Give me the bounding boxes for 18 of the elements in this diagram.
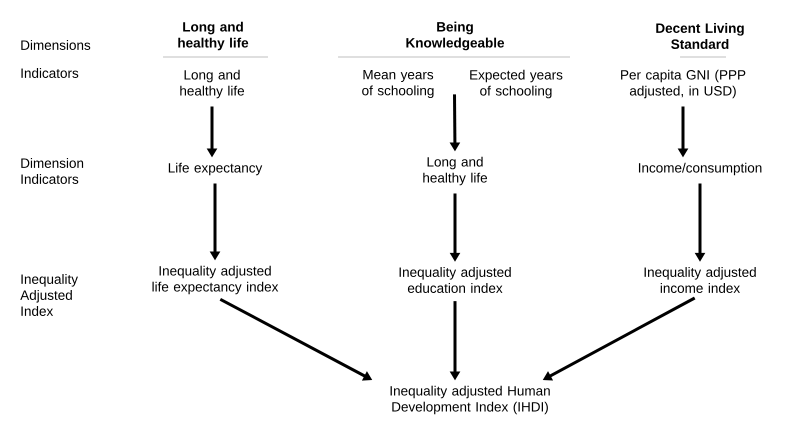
stage-text: Life expectancy <box>168 162 262 176</box>
row-label: Indicators <box>21 68 78 78</box>
column-heading: Decent Living Standard <box>656 23 744 49</box>
stage-text: Inequality adjusted education index <box>400 267 511 293</box>
row-label: Dimensions <box>21 40 90 50</box>
stage-text: Long and healthy life <box>180 70 244 98</box>
stage-text: Long and healthy life <box>423 156 488 186</box>
stage-text: Inequality adjusted Human Development Index (IHDI) <box>390 386 550 414</box>
row-label: Dimension Indicators <box>21 158 84 184</box>
stage-text: Inequality adjusted life expectancy index <box>152 266 278 294</box>
column-heading: Long and healthy life <box>178 22 248 50</box>
column-heading: Being Knowledgeable <box>406 22 504 50</box>
stage-text: Income/consumption <box>638 162 762 176</box>
stage-text: Per capita GNI (PPP adjusted, in USD) <box>621 70 746 98</box>
stage-text: Mean years of schooling <box>362 70 434 98</box>
row-label: Inequality Adjusted Index <box>20 274 78 316</box>
stage-text: Inequality adjusted income index <box>644 267 756 293</box>
stage-text: Expected years of schooling <box>470 70 562 98</box>
